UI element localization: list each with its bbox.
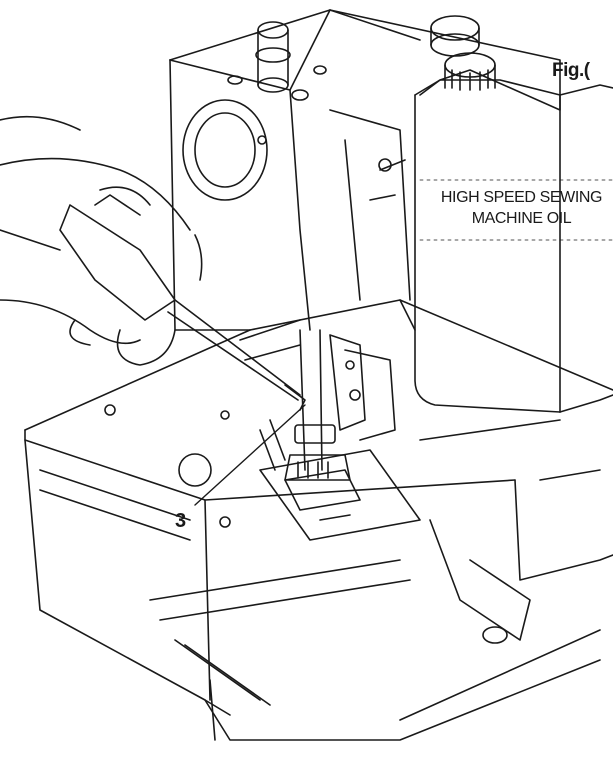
machine-bed: [24, 299, 613, 741]
oil-bottle: [414, 52, 613, 413]
hand-with-oiler-icon: [0, 115, 306, 411]
callout-number: 3: [175, 510, 187, 532]
figure-label: Fig.(: [552, 60, 590, 81]
leader-line-icon: [194, 404, 306, 506]
oil-bottle-label-line-2: MACHINE OIL: [471, 210, 572, 227]
oil-bottle-label-line-1: HIGH SPEED SEWING: [440, 189, 603, 206]
needle-assembly: [239, 319, 396, 481]
machine-head: [169, 9, 561, 331]
